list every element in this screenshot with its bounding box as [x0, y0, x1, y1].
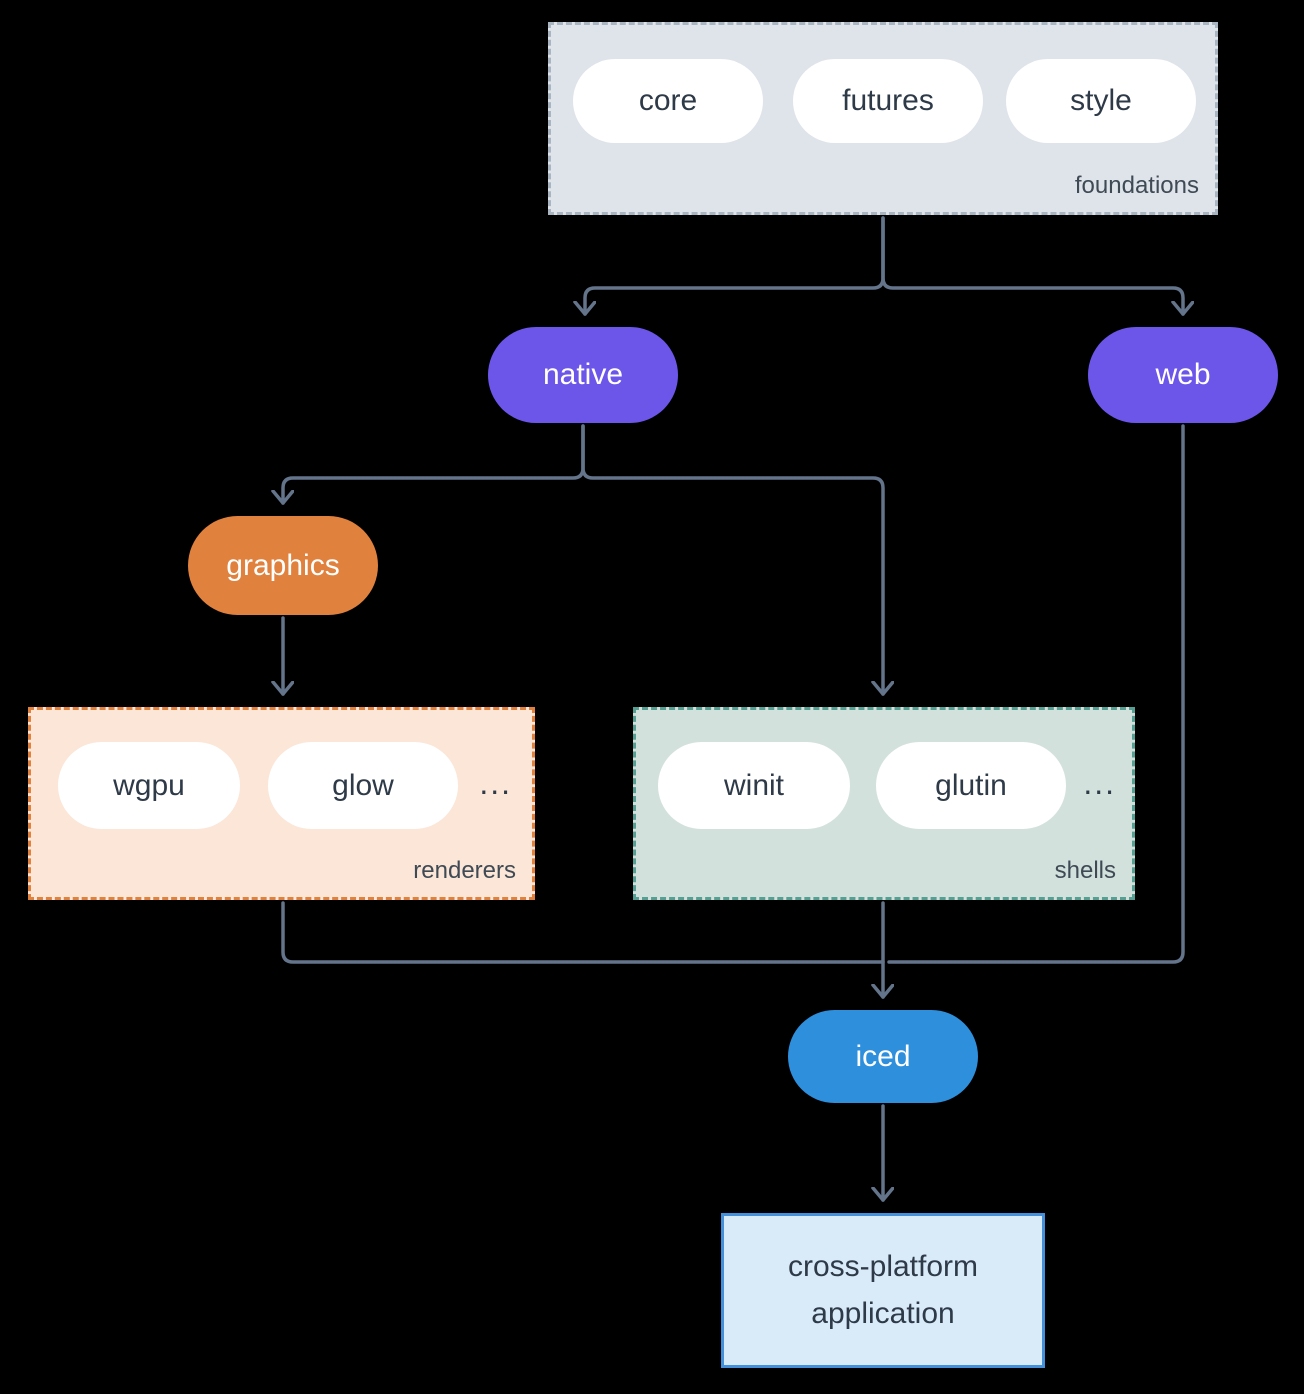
- renderers-ellipsis: ...: [479, 765, 512, 801]
- node-iced: iced: [788, 1010, 978, 1103]
- group-shells: winit glutin ... shells: [633, 707, 1135, 900]
- edge-native-shells: [581, 424, 883, 696]
- node-glutin: glutin: [876, 742, 1066, 829]
- node-core: core: [573, 59, 763, 143]
- group-label-shells: shells: [1054, 857, 1116, 884]
- node-web: web: [1088, 327, 1278, 423]
- node-glow: glow: [268, 742, 458, 829]
- node-graphics: graphics: [188, 516, 378, 615]
- node-futures: futures: [793, 59, 983, 143]
- edge-renderers-join: [281, 901, 885, 964]
- group-label-foundations: foundations: [1074, 172, 1199, 199]
- cross-platform-application-box: cross-platform application: [721, 1213, 1045, 1368]
- node-style: style: [1006, 59, 1196, 143]
- node-wgpu: wgpu: [58, 742, 240, 829]
- shells-ellipsis: ...: [1083, 765, 1116, 801]
- node-native: native: [488, 327, 678, 423]
- node-winit: winit: [658, 742, 850, 829]
- group-foundations: core futures style foundations: [548, 22, 1218, 215]
- edge-foundations-web: [881, 216, 1183, 316]
- edge-native-graphics: [283, 424, 585, 505]
- group-label-renderers: renderers: [413, 857, 516, 884]
- edge-foundations-native: [585, 216, 885, 316]
- group-renderers: wgpu glow ... renderers: [28, 707, 535, 900]
